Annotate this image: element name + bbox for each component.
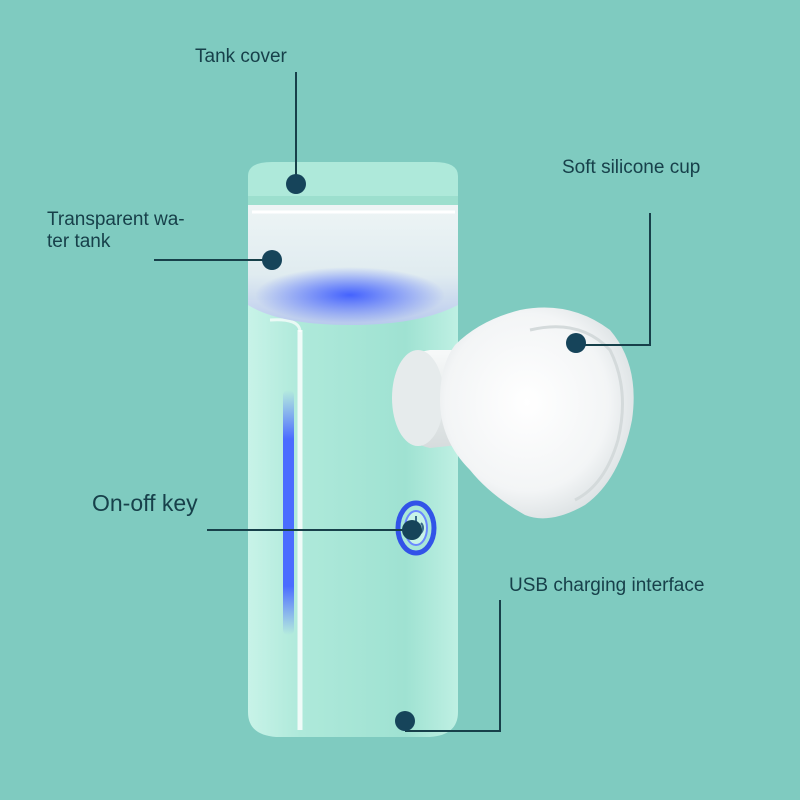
dot-usb <box>395 711 415 731</box>
cup-neck-base <box>392 350 444 446</box>
leader-silicone-cup <box>576 213 651 346</box>
label-water-tank-line1: Transparent wa- <box>47 209 185 230</box>
light-strip <box>283 390 294 635</box>
dot-tank-cover <box>286 174 306 194</box>
callout-dots <box>262 174 586 731</box>
label-silicone-cup: Soft silicone cup <box>562 157 701 178</box>
label-on-off-key: On-off key <box>92 490 198 516</box>
mister-device <box>248 162 634 737</box>
tank-glow <box>255 267 445 323</box>
dot-on-off-key <box>402 520 422 540</box>
dot-water-tank <box>262 250 282 270</box>
cover-shadow <box>248 196 458 205</box>
label-water-tank-line2: ter tank <box>47 231 111 252</box>
tank-cover <box>248 162 458 205</box>
body-inner-edge <box>269 318 302 333</box>
label-water-tank: Transparent wa- ter tank <box>47 209 185 253</box>
label-usb-interface: USB charging interface <box>509 575 705 596</box>
cup-rim-inner <box>529 325 624 502</box>
silicone-cup <box>392 307 634 519</box>
label-tank-cover: Tank cover <box>195 46 287 67</box>
leader-usb <box>405 600 501 732</box>
leader-lines <box>154 72 651 732</box>
cup-bell <box>440 307 634 519</box>
dot-silicone-cup <box>566 333 586 353</box>
